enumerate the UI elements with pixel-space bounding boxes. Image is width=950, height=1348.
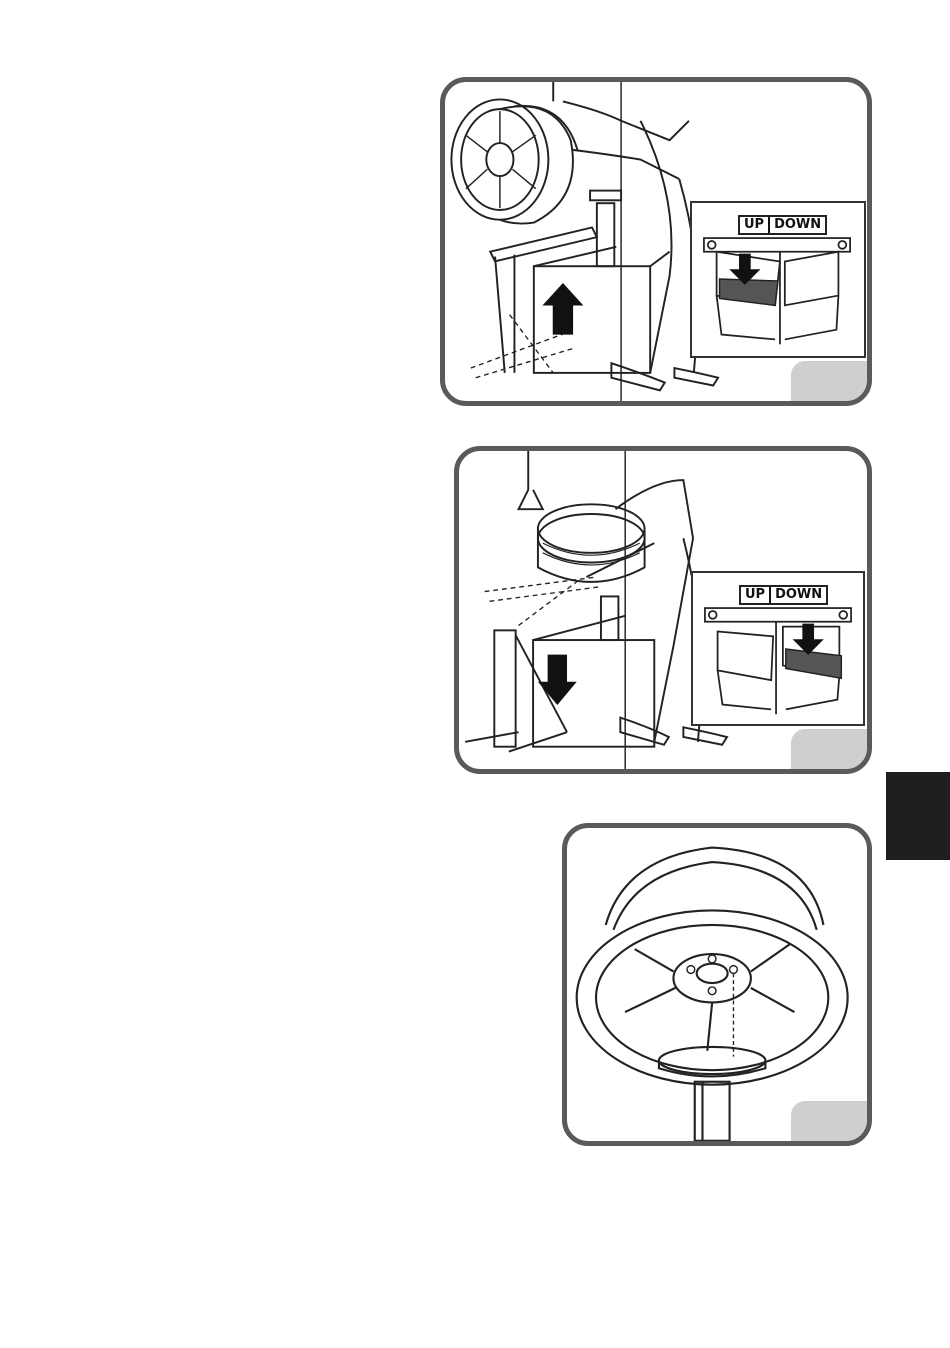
- pedal-illustration: [693, 573, 863, 724]
- figure-number-badge: [791, 361, 869, 403]
- arrow-down-icon: [538, 655, 577, 705]
- figure-rim-centering: [562, 823, 872, 1146]
- pedal-inset: UP DOWN: [691, 571, 865, 726]
- arrow-up-icon: [544, 284, 583, 334]
- figure-number-badge: [791, 1101, 869, 1143]
- rim-centering-illustration: [567, 828, 867, 1141]
- section-tab-marker: [886, 772, 950, 860]
- pedal-illustration: [692, 203, 864, 356]
- figure-number-badge: [791, 729, 869, 771]
- figure-lower-wheel-down: UP DOWN: [454, 446, 872, 774]
- pedal-inset: UP DOWN: [690, 201, 866, 358]
- figure-lift-wheel-up: UP DOWN: [440, 77, 872, 406]
